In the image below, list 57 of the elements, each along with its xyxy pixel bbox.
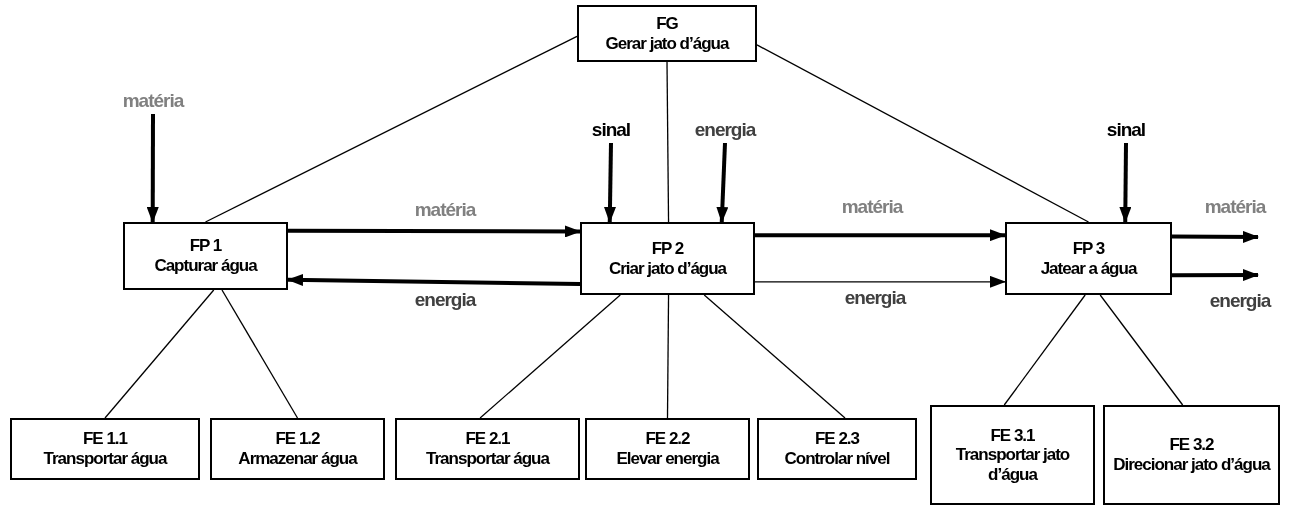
function-box (1005, 222, 1172, 295)
flow-label: matéria (122, 90, 184, 112)
function-text: Elevar energia (616, 449, 719, 469)
connector-line (204, 35, 578, 223)
function-box (580, 222, 755, 295)
flow-label: energia (694, 119, 756, 141)
connector-line (479, 294, 621, 419)
arrow (755, 229, 1006, 242)
function-box (123, 222, 288, 290)
function-text: Gerar jato d’água (605, 33, 729, 54)
function-box (577, 5, 757, 62)
function-text: FE 3.1 (990, 425, 1035, 446)
connector-line (221, 289, 299, 419)
connector-line (666, 294, 670, 419)
flow-label: sinal (591, 119, 631, 141)
function-text: Transportar jato d’água (954, 445, 1071, 485)
function-text: FG (656, 13, 678, 34)
function-text: Criar jato d’água (608, 258, 727, 279)
function-text: Armazenar água (238, 449, 357, 469)
function-text: FE 1.1 (82, 429, 128, 449)
function-text: FE 2.2 (645, 429, 690, 449)
function-text: Capturar água (154, 256, 257, 276)
function-text: Controlar nível (784, 449, 890, 469)
connector-line (1099, 294, 1184, 406)
function-text: FP 3 (1072, 238, 1105, 259)
arrow (1172, 269, 1259, 282)
function-box (395, 418, 580, 480)
arrow (1172, 230, 1259, 243)
function-text: FE 2.1 (465, 429, 510, 449)
connector-line (756, 44, 1090, 223)
function-text: FE 1.2 (275, 429, 320, 449)
arrow (754, 275, 1006, 288)
arrow (288, 225, 581, 238)
function-box (930, 405, 1095, 505)
function-text: FP 2 (651, 238, 684, 259)
function-text: Jatear a água (1040, 258, 1137, 279)
function-box (10, 418, 200, 480)
function-text: Direcionar jato d’água (1113, 455, 1270, 475)
connector-line (1003, 294, 1086, 406)
arrow (1119, 142, 1132, 223)
function-box (210, 418, 385, 480)
function-box (757, 418, 917, 480)
arrow (604, 142, 616, 223)
function-text: Transportar água (43, 449, 167, 469)
connector-line (666, 61, 670, 223)
arrow (146, 114, 159, 223)
connector-line (104, 289, 215, 419)
function-text: Transportar água (426, 449, 549, 469)
function-box (1103, 405, 1280, 505)
arrow (287, 274, 581, 287)
function-box (585, 418, 750, 480)
function-text: FP 1 (189, 236, 222, 256)
function-text: FE 3.2 (1169, 435, 1214, 455)
flow-label: sinal (1106, 119, 1146, 141)
arrow (716, 142, 729, 223)
connector-line (703, 294, 846, 419)
function-text: FE 2.3 (814, 429, 860, 449)
